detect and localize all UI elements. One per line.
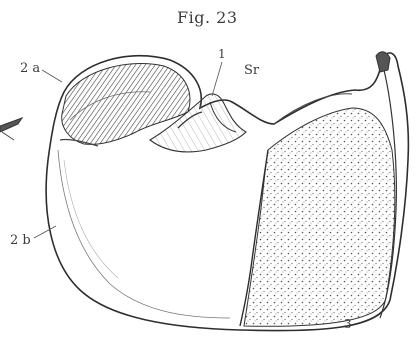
label-1: 1	[218, 48, 226, 60]
label-2b: 2 b	[10, 234, 31, 247]
label-sr: Sr	[244, 64, 259, 77]
leader-2a	[42, 70, 62, 82]
figure-caption: Fig. 23	[177, 10, 238, 26]
label-2a: 2 a	[20, 62, 40, 75]
label-3: 3	[344, 318, 352, 330]
left-fragment	[0, 118, 22, 132]
leader-1	[212, 62, 222, 96]
